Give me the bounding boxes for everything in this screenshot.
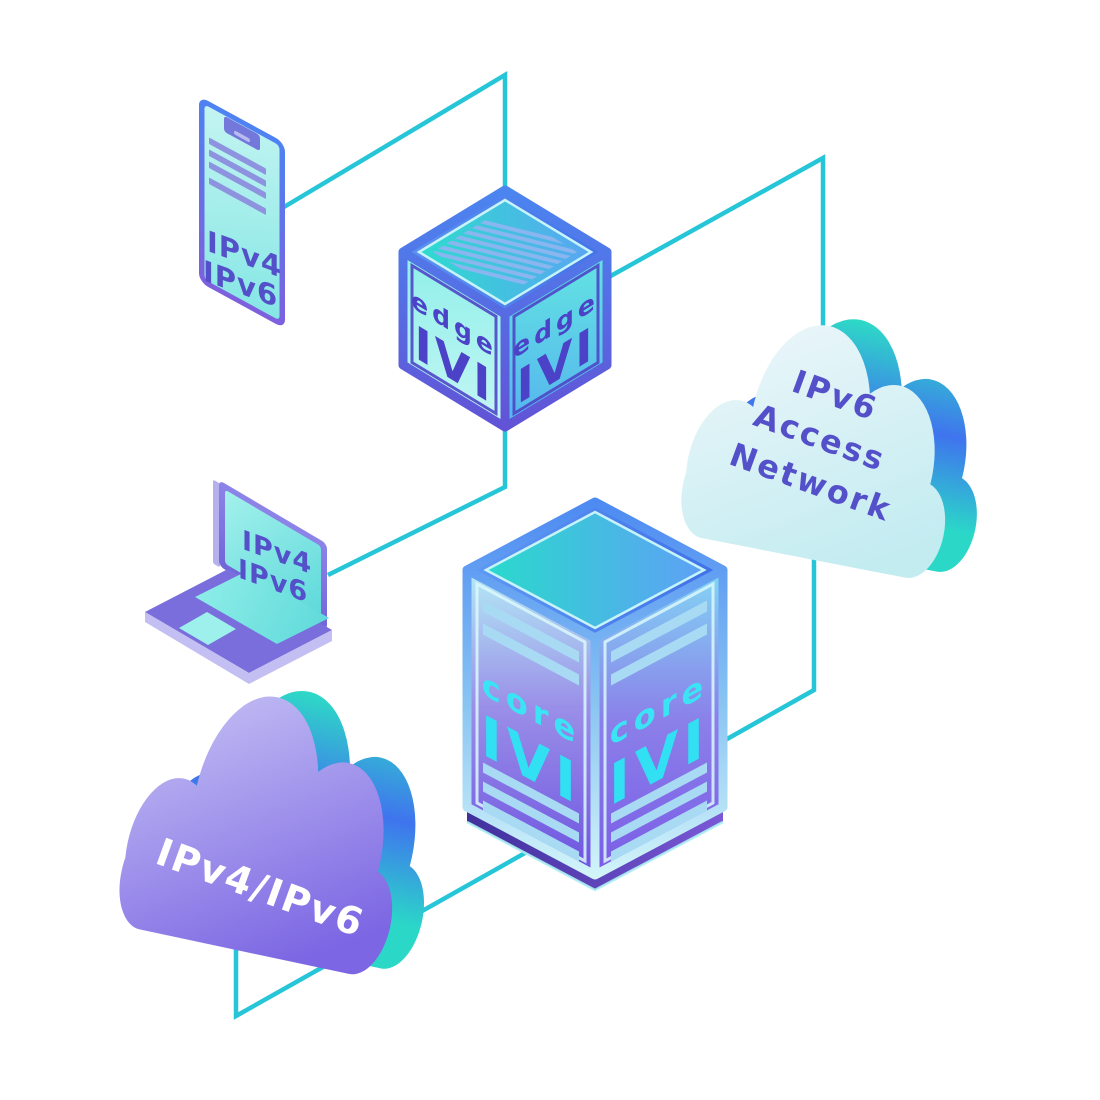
screen-text-line (209, 177, 266, 215)
edge-router-right-face (505, 252, 607, 427)
edge-router: edge IVI edge IVI (398, 185, 612, 432)
core-router-right-border (603, 581, 715, 864)
link-edge-router-access-cloud (605, 154, 826, 360)
face-stripe (611, 800, 707, 862)
core-left-stripes (483, 600, 579, 862)
transit-cloud: IPv4/IPv6 (110, 667, 464, 981)
laptop-screen (225, 490, 321, 620)
core-router-left-border (475, 581, 587, 864)
edge-router-edges (398, 185, 612, 432)
face-stripe (483, 623, 579, 686)
laptop-lid (213, 480, 327, 628)
core-right-stripes (611, 600, 707, 862)
edge-router-right-border (512, 262, 600, 417)
edge-router-left-border (410, 262, 498, 417)
link-edge-router-laptop (326, 420, 508, 578)
face-stripe (611, 623, 707, 686)
phone-speaker (234, 130, 250, 142)
face-stripe (483, 800, 579, 862)
screen-text-line (209, 161, 266, 199)
laptop-keyboard (195, 571, 329, 644)
face-stripe (611, 781, 707, 843)
edge-router-top-panel (416, 198, 594, 306)
core-router: core IVI core IVI (462, 497, 728, 892)
face-stripe (483, 762, 579, 824)
laptop: IPv4 IPv6 (145, 480, 332, 684)
phone-screen-text-lines (209, 137, 266, 215)
screen-text-line (209, 137, 266, 175)
core-router-bottom-edge (466, 820, 724, 892)
face-stripe (483, 600, 579, 663)
edge-router-left-face (403, 252, 505, 427)
core-router-top-panel (483, 510, 707, 630)
face-stripe (483, 781, 579, 843)
screen-text-line (209, 149, 266, 187)
link-phone-edge-router (282, 71, 508, 209)
face-stripe (611, 762, 707, 824)
smartphone (199, 99, 285, 326)
core-router-edges (462, 497, 728, 880)
laptop-trackpad (179, 612, 236, 645)
phone-notch (224, 116, 260, 151)
laptop-lid-edge (213, 480, 220, 567)
face-stripe (611, 600, 707, 663)
laptop-base-rim (145, 612, 332, 684)
access-cloud: IPv6 Access Network (673, 298, 1011, 584)
